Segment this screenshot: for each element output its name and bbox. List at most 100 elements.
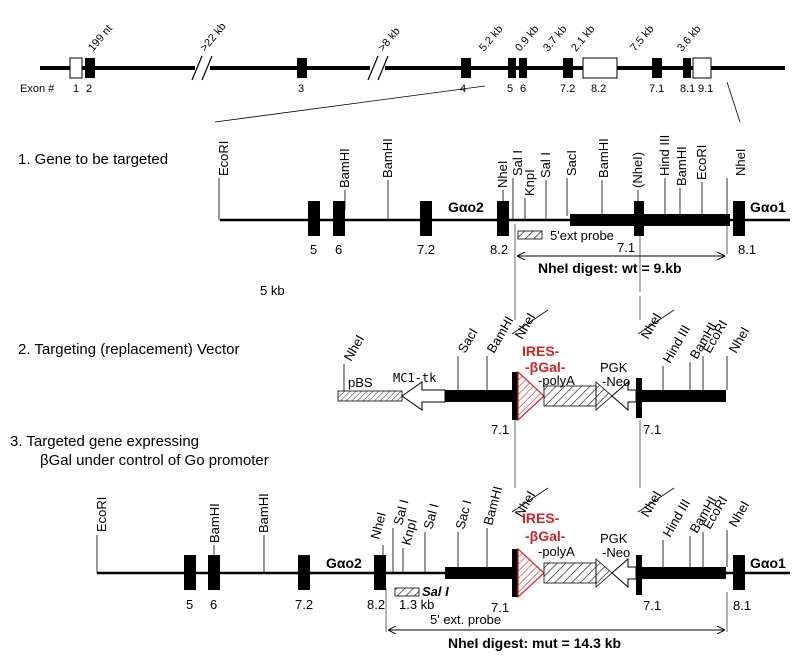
s1-site-sali-2: Sal I <box>538 152 553 178</box>
s1-site-hindiii: Hind III <box>657 135 672 176</box>
s1-site-bamhi-2: BamHI <box>380 138 395 178</box>
s3-exon-5 <box>184 555 196 590</box>
s1-exon-7-1 <box>634 201 644 236</box>
s1-exon-label-8-2: 8.2 <box>490 242 508 257</box>
s2-neo-label: -Neo <box>602 374 630 389</box>
s1-probe-box <box>517 230 543 240</box>
section-1: 1. Gene to be targeted EcoRI BamHI BamHI… <box>18 135 790 298</box>
s2-pbs-label: pBS <box>348 375 373 390</box>
exon-num-9-1: 9.1 <box>698 83 713 95</box>
s3-digest-label: NheI digest: mut = 14.3 kb <box>448 635 621 651</box>
s3-bgal-block <box>543 562 597 584</box>
section-1-title: 1. Gene to be targeted <box>18 151 168 168</box>
section-3-title-line1: 3. Targeted gene expressing <box>10 433 199 450</box>
section-2-title: 2. Targeting (replacement) Vector <box>18 341 240 358</box>
s2-mc1tk-label: MC1-tk <box>393 371 437 385</box>
exon-heading: Exon # <box>20 83 55 95</box>
section-2: 2. Targeting (replacement) Vector NheI S… <box>18 296 752 437</box>
s2-ires-triangle <box>517 370 545 422</box>
gene-map: 199 nt >22 kb >8 kb 5.2 kb 0.9 kb 3.7 kb… <box>20 21 785 123</box>
s1-site-nhei-paren: (NheI) <box>630 152 645 188</box>
s3-gene-right: Gαo1 <box>750 555 786 571</box>
s3-exon-label-7-1-left: 7.1 <box>491 600 509 615</box>
s3-probe-label: 5' ext. probe <box>430 612 501 627</box>
s3-site-sali-1: Sal I <box>390 498 411 527</box>
exon-num-1: 1 <box>73 83 79 95</box>
s3-neo-label: -Neo <box>602 545 630 560</box>
s3-exon-8-1 <box>733 555 745 590</box>
s3-site-ecori: EcoRI <box>94 497 109 532</box>
intron-label-4: 5.2 kb <box>477 23 505 54</box>
s3-exon-8-2 <box>374 555 386 590</box>
exon-num-2: 2 <box>86 83 92 95</box>
zoom-line-left <box>214 85 486 123</box>
s2-polya-tip <box>595 381 613 411</box>
break-mark-1 <box>191 55 203 81</box>
exon-num-3: 3 <box>298 83 304 95</box>
exon-9-1 <box>692 57 712 79</box>
exon-num-8-2: 8.2 <box>591 83 606 95</box>
s1-gene-left: Gαo2 <box>448 199 484 215</box>
s2-exon-7-1-right <box>636 378 642 418</box>
s2-exon-label-7-1-right: 7.1 <box>643 422 661 437</box>
s2-site-nhei-4: NheI <box>726 324 753 355</box>
s3-polya-tip <box>595 558 613 588</box>
s3-exon-label-6: 6 <box>210 597 217 612</box>
s2-exon-label-7-1-left: 7.1 <box>491 422 509 437</box>
s2-ires-label: IRES- <box>522 343 560 359</box>
s2-bgal-block <box>543 385 597 407</box>
exon-1 <box>69 57 83 79</box>
s1-site-nhei-1: NheI <box>495 161 510 188</box>
s2-site-nhei-2: NheI <box>512 310 539 341</box>
s1-probe-label: 5'ext probe <box>550 228 614 243</box>
s1-site-bamhi-1: BamHI <box>337 148 352 188</box>
s3-site-sali-2: Sal I <box>420 502 441 531</box>
s1-digest-label: NheI digest: wt = 9.kb <box>538 260 682 276</box>
s3-exon-7-2 <box>298 555 310 590</box>
s3-pgk-label: PGK <box>600 531 628 546</box>
s3-neo-arrow <box>611 557 637 589</box>
s3-site-nhei-3: NheI <box>638 488 665 519</box>
s1-exon-label-5: 5 <box>310 242 317 257</box>
s3-site-hindiii: Hind III <box>660 496 694 539</box>
section-3: 3. Targeted gene expressing βGal under c… <box>10 420 790 651</box>
exon-5 <box>508 58 516 78</box>
s1-exon-8-2 <box>497 201 509 236</box>
s2-bgal-label: -βGal- <box>525 359 566 375</box>
s1-site-bamhi-4: BamHI <box>674 146 689 186</box>
s2-site-nhei-1: NheI <box>341 332 368 363</box>
s2-site-nhei-3: NheI <box>638 310 665 341</box>
exon-6 <box>519 58 527 78</box>
s3-site-bamhi-2: BamHI <box>256 493 271 533</box>
exon-4 <box>461 58 471 78</box>
mc1tk-arrow <box>401 381 446 411</box>
s3-gene-left: Gαo2 <box>326 555 362 571</box>
s3-exon-label-8-2: 8.2 <box>367 597 385 612</box>
intron-label-5: 0.9 kb <box>513 23 541 54</box>
section-3-title-line2: βGal under control of Go promoter <box>40 452 269 469</box>
s1-exon-label-6: 6 <box>335 242 342 257</box>
exon-num-5: 5 <box>507 83 513 95</box>
s1-site-bamhi-3: BamHI <box>596 138 611 178</box>
exon-num-7-2: 7.2 <box>560 83 575 95</box>
s3-site-nhei-4: NheI <box>726 498 753 529</box>
intron-label-1: 199 nt <box>86 23 115 54</box>
scale-label: 5 kb <box>260 283 285 298</box>
s1-site-saci: SacI <box>564 150 579 176</box>
s1-exon-7-2 <box>420 201 432 236</box>
s1-gene-right: Gαo1 <box>750 199 786 215</box>
s1-site-knpi: KnpI <box>522 169 537 196</box>
intron-label-9: 3.6 kb <box>675 23 703 54</box>
s3-bgal-label: -βGal- <box>525 528 566 544</box>
s1-exon-label-7-2: 7.2 <box>417 242 435 257</box>
pbs-block <box>337 390 403 402</box>
s2-exon-7-1-left <box>512 372 518 420</box>
s1-exon-label-7-1: 7.1 <box>617 240 635 255</box>
s3-exon-6 <box>208 555 220 590</box>
intron-label-6: 3.7 kb <box>541 23 569 54</box>
s3-site-knpi: KnpI <box>398 517 419 547</box>
s3-ires-label: IRES- <box>522 510 560 526</box>
s2-thick-left <box>445 390 512 402</box>
s1-exon-6 <box>333 201 345 236</box>
